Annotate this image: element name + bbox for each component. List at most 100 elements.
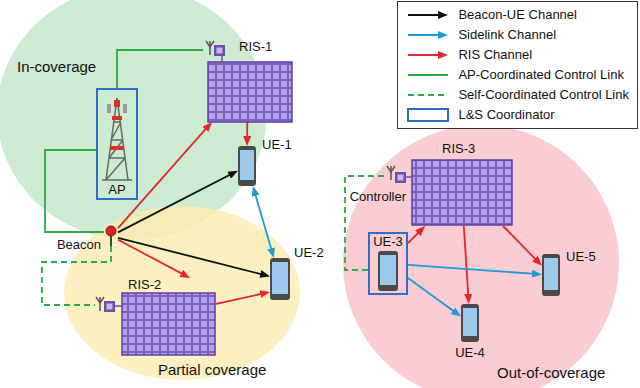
node-label: In-coverage: [17, 58, 96, 75]
phone-screen: [240, 150, 254, 180]
legend-text: AP-Coordinated Control Link: [458, 68, 623, 83]
legend-sample: [406, 48, 450, 62]
legend-row: Self-Coordinated Control Link: [406, 85, 629, 105]
ris-unit: RIS-2: [95, 278, 215, 357]
controller-chip: [214, 45, 225, 56]
node-label: Beacon: [57, 238, 101, 253]
legend-row: AP-Coordinated Control Link: [406, 65, 629, 85]
legend-sample: [406, 88, 450, 102]
controller-core: [398, 175, 404, 181]
node-label: UE-3: [373, 235, 403, 250]
node-label: RIS-1: [239, 40, 272, 55]
label-holder: UE-2: [294, 246, 324, 261]
label-holder: Partial coverage: [158, 361, 266, 378]
phone-body: [270, 258, 290, 300]
user-equipment: UE-1: [238, 146, 256, 186]
access-point: AP: [96, 88, 138, 200]
phone-body: [378, 251, 398, 291]
tower-band: [114, 100, 120, 107]
node-label: UE-4: [455, 346, 485, 361]
label-holder: Out-of-coverage: [497, 364, 605, 381]
line-sample: [408, 34, 445, 36]
line-sample: [408, 74, 448, 76]
tower-band: [112, 116, 122, 120]
label-holder: Beacon: [57, 238, 101, 253]
node-label: Out-of-coverage: [497, 364, 605, 381]
phone-screen: [544, 258, 558, 290]
label-holder: AP: [108, 183, 125, 198]
line-sample: [408, 94, 448, 96]
coverage-region: Partial coverage BeaconRIS-2 UE-2: [64, 206, 300, 380]
controller-wire: [221, 56, 223, 62]
region-outline: [0, 0, 267, 240]
region-fill: [0, 0, 267, 240]
label-holder: RIS-1: [239, 40, 272, 55]
legend-box: Beacon-UE ChannelSidelink ChannelRIS Cha…: [397, 1, 638, 129]
legend-text: Sidelink Channel: [458, 28, 556, 43]
legend-sample: [406, 28, 450, 42]
label-holder: Controller: [350, 190, 406, 205]
controller-chip: [395, 172, 406, 183]
node-label: UE-5: [566, 250, 596, 265]
line-sample: [408, 14, 445, 16]
node-label: RIS-2: [128, 278, 161, 293]
legend-text: RIS Channel: [458, 48, 532, 63]
phone-body: [461, 304, 479, 342]
phone-body: [542, 254, 560, 296]
legend-text: L&S Coordinator: [458, 108, 554, 123]
legend-row: Beacon-UE Channel: [406, 5, 629, 25]
tower-band: [110, 146, 124, 150]
node-label: Partial coverage: [158, 361, 266, 378]
phone-screen: [272, 262, 288, 294]
user-equipment: UE-4: [461, 304, 479, 342]
tower-dish: [123, 104, 127, 113]
controller: Controller: [388, 165, 406, 187]
node-label: RIS-3: [442, 142, 475, 157]
label-holder: UE-3: [373, 235, 403, 250]
legend-row: RIS Channel: [406, 45, 629, 65]
coverage-region: In-coverageRIS-1APUE-1: [0, 0, 267, 240]
coordinator-ue: UE-3: [368, 232, 408, 295]
legend-sample: [406, 8, 450, 22]
label-holder: UE-4: [455, 346, 485, 361]
legend-row: Sidelink Channel: [406, 25, 629, 45]
legend-text: Beacon-UE Channel: [458, 8, 577, 23]
user-equipment: UE-5: [542, 254, 560, 296]
phone-screen: [463, 308, 477, 336]
legend-sample: [406, 68, 450, 82]
region-fill: [343, 125, 619, 388]
controller-core: [107, 304, 113, 310]
label-holder: UE-5: [566, 250, 596, 265]
controller-wire: [115, 305, 122, 307]
controller-core: [217, 48, 223, 54]
label-holder: UE-1: [262, 138, 292, 153]
controller-wire: [406, 176, 412, 178]
beacon-light: [106, 226, 116, 236]
controller-chip: [104, 301, 115, 312]
label-holder: RIS-2: [128, 278, 161, 293]
legend-text: Self-Coordinated Control Link: [458, 88, 629, 103]
phone-screen: [380, 255, 396, 285]
user-equipment: UE-2: [270, 258, 290, 300]
node-label: AP: [108, 183, 125, 198]
label-holder: In-coverage: [17, 58, 96, 75]
ris-surface: [412, 160, 512, 225]
phone-body: [238, 146, 256, 186]
ris-surface: [208, 62, 292, 122]
ris-unit: RIS-3: [410, 140, 512, 226]
coordinator-sample: [408, 109, 448, 121]
legend-row: L&S Coordinator: [406, 105, 629, 125]
legend-sample: [406, 108, 450, 122]
coverage-region: Out-of-coverageRIS-3ControllerUE-3UE-4UE…: [343, 125, 619, 388]
node-label: UE-1: [262, 138, 292, 153]
tower-dish: [107, 104, 111, 113]
region-fill: [64, 206, 300, 380]
node-label: Controller: [350, 190, 406, 205]
line-sample: [408, 54, 445, 56]
beacon: Beacon: [104, 226, 118, 246]
region-outline: [64, 206, 300, 380]
label-holder: RIS-3: [442, 142, 475, 157]
node-label: UE-2: [294, 246, 324, 261]
ris-surface: [122, 293, 215, 355]
